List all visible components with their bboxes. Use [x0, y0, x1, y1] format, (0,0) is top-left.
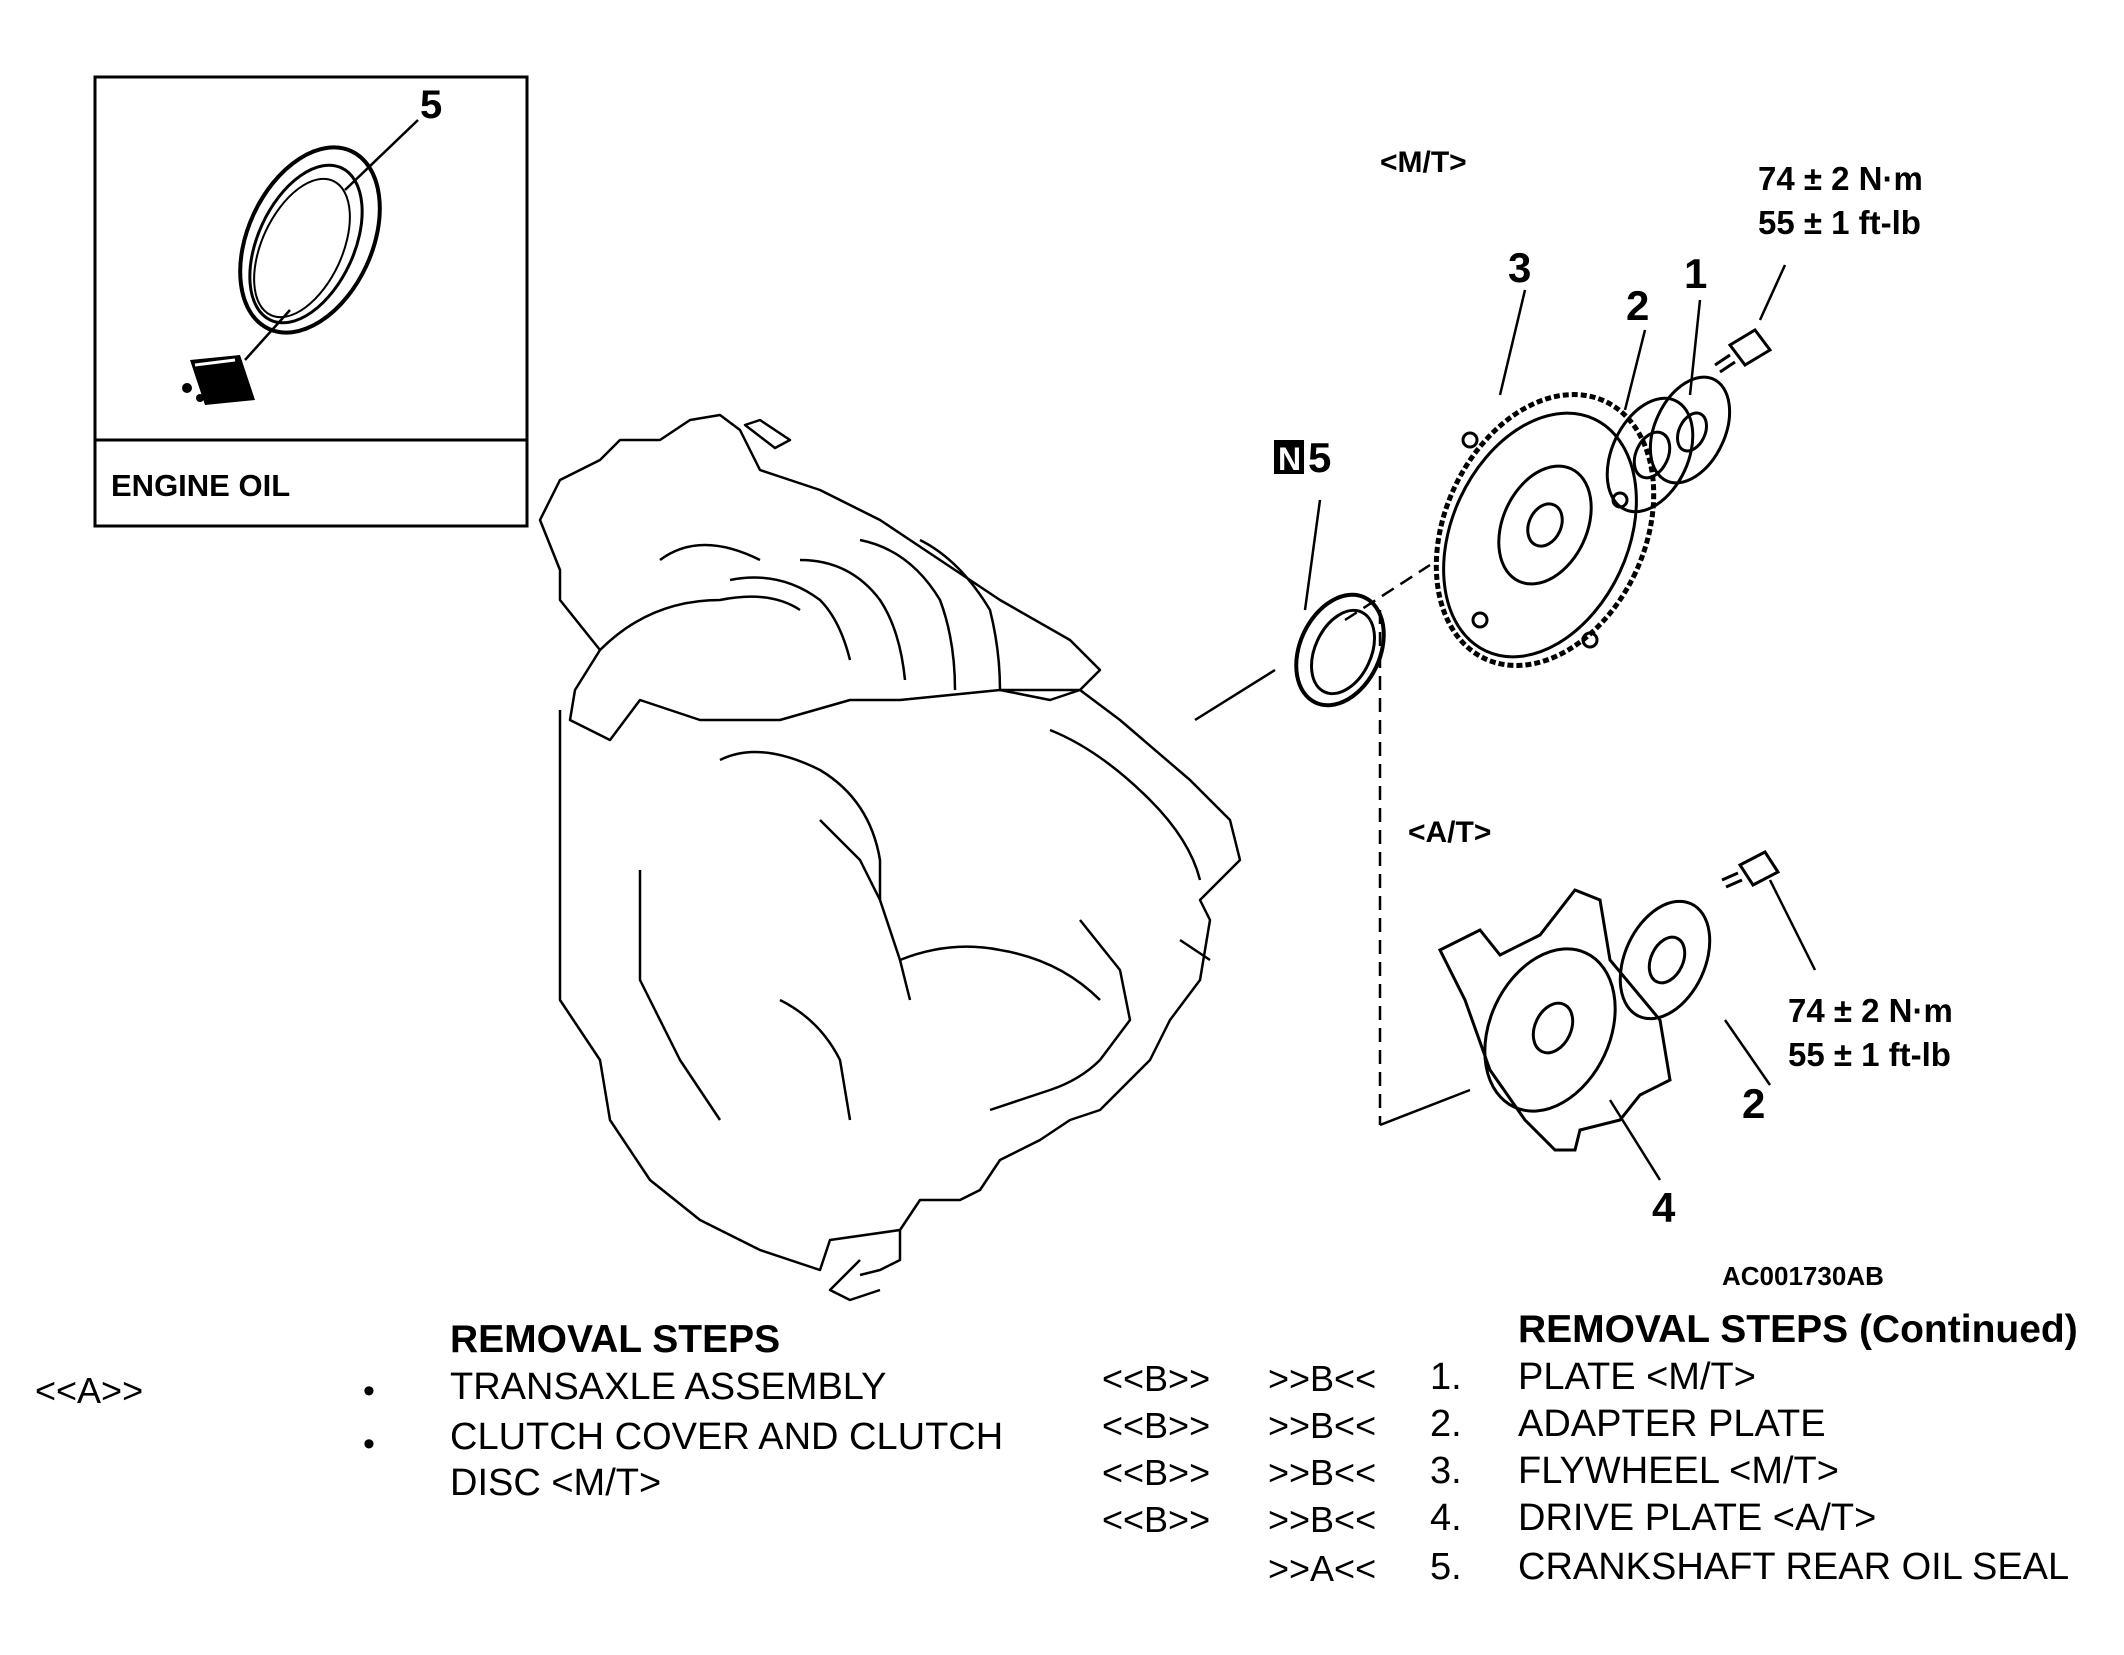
engine-block — [538, 413, 1242, 1302]
step-number: 5. — [1430, 1546, 1462, 1588]
oil-applicator-icon — [182, 355, 255, 405]
install-marker: >>A<< — [1268, 1548, 1377, 1589]
step-number: 1. — [1430, 1356, 1462, 1398]
step-number: 3. — [1430, 1450, 1462, 1492]
crankshaft-rear-oil-seal — [1294, 592, 1386, 708]
removal-steps-continued-title: REMOVAL STEPS (Continued) — [1518, 1308, 2078, 1351]
plate-mt — [1648, 375, 1732, 485]
removal-steps-title: REMOVAL STEPS — [450, 1318, 781, 1361]
assembly-lines — [1194, 264, 1817, 1181]
inset-caption: ENGINE OIL — [111, 468, 290, 503]
step-text: TRANSAXLE ASSEMBLY — [450, 1366, 887, 1408]
removal-marker: <<B>> — [1102, 1405, 1211, 1446]
step-number: 4. — [1430, 1497, 1462, 1539]
callout-2-mt: 2 — [1626, 282, 1649, 329]
torque-at-nm: 74 ± 2 N·m — [1788, 992, 1953, 1029]
callout-4: 4 — [1652, 1184, 1676, 1231]
removal-marker: <<B>> — [1102, 1452, 1211, 1493]
step-text: DRIVE PLATE <A/T> — [1518, 1497, 1877, 1539]
removal-steps-marker: <<A>> — [35, 1370, 144, 1411]
new-part-badge-letter: N — [1278, 441, 1301, 477]
adapter-plate-mt — [1605, 396, 1695, 514]
flywheel — [1433, 392, 1657, 668]
figure-id: AC001730AB — [1722, 1261, 1884, 1291]
drive-plate-bolt-icon — [1721, 850, 1781, 889]
callout-1: 1 — [1684, 250, 1707, 297]
callout-5: 5 — [1308, 434, 1331, 481]
step-bullet: • — [363, 1372, 375, 1410]
inset-callout-5: 5 — [420, 83, 442, 127]
removal-marker: <<B>> — [1102, 1499, 1211, 1540]
flywheel-bolt-icon — [1714, 328, 1773, 374]
install-marker: >>B<< — [1268, 1358, 1377, 1399]
step-number: 2. — [1430, 1403, 1462, 1445]
drive-plate — [1437, 888, 1672, 1152]
step-text: PLATE <M/T> — [1518, 1356, 1756, 1398]
step-text: CLUTCH COVER AND CLUTCH — [450, 1416, 1004, 1458]
removal-marker: <<B>> — [1102, 1358, 1211, 1399]
step-text: ADAPTER PLATE — [1518, 1403, 1826, 1445]
engine-oil-inset — [93, 75, 529, 528]
install-marker: >>B<< — [1268, 1405, 1377, 1446]
step-text: CRANKSHAFT REAR OIL SEAL — [1518, 1546, 2070, 1588]
torque-at-ftlb: 55 ± 1 ft-lb — [1788, 1036, 1951, 1073]
new-part-badge — [1274, 440, 1304, 474]
adapter-plate-at — [1618, 899, 1712, 1021]
mt-label: <M/T> — [1380, 146, 1467, 179]
torque-mt-nm: 74 ± 2 N·m — [1758, 160, 1923, 197]
step-text: DISC <M/T> — [450, 1462, 662, 1504]
step-bullet: • — [363, 1425, 375, 1463]
install-marker: >>B<< — [1268, 1499, 1377, 1540]
install-marker: >>B<< — [1268, 1452, 1377, 1493]
callout-2-at: 2 — [1742, 1080, 1765, 1127]
at-label: <A/T> — [1408, 816, 1491, 849]
step-text: FLYWHEEL <M/T> — [1518, 1450, 1839, 1492]
torque-mt-ftlb: 55 ± 1 ft-lb — [1758, 204, 1921, 241]
callout-3: 3 — [1508, 244, 1531, 291]
